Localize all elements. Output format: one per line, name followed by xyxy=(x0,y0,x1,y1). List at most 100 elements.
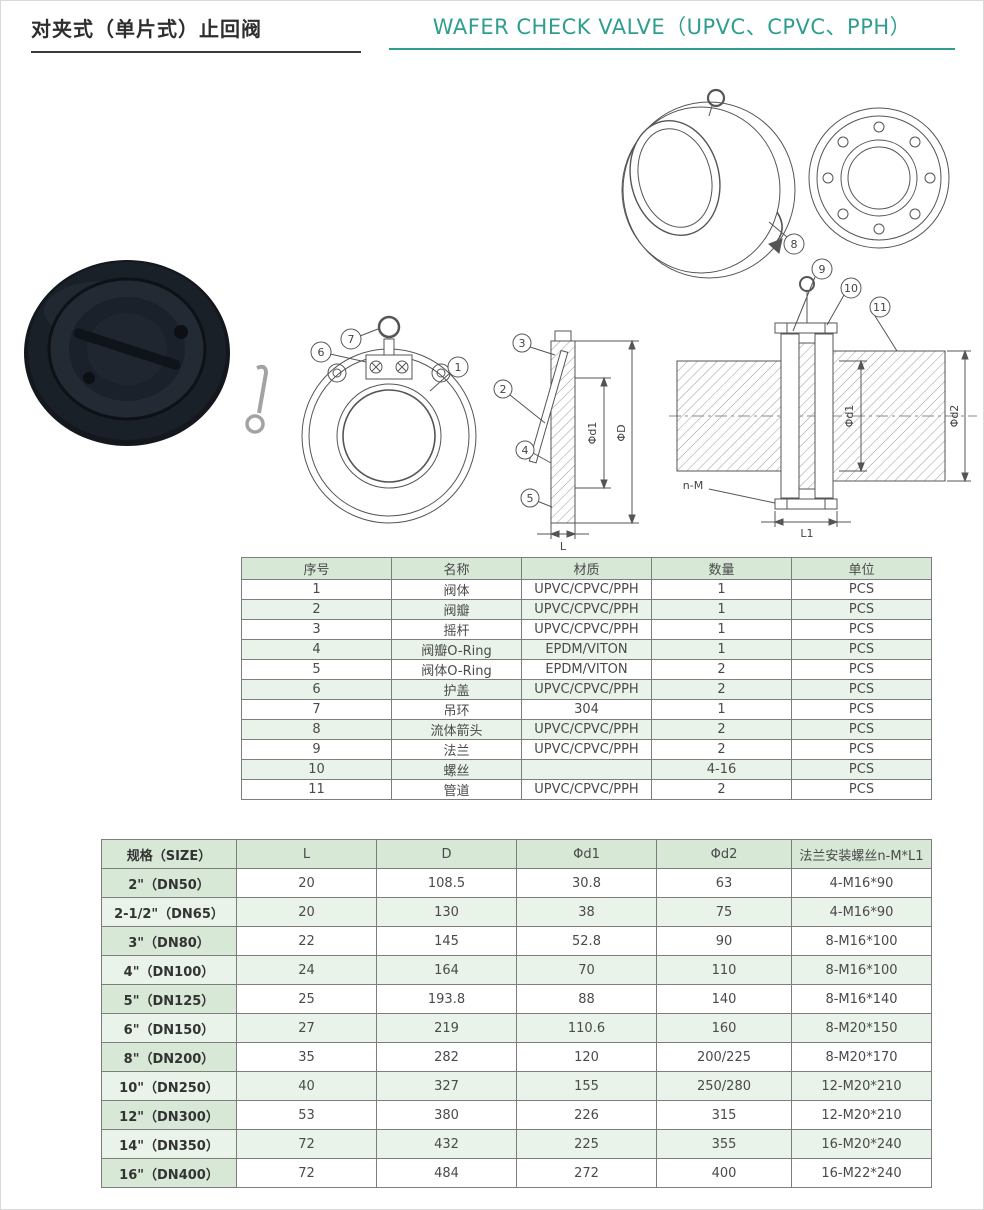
installation-drawing: Φd1 Φd2 L1 n-M 9 10 11 xyxy=(669,258,977,540)
callout-9: 9 xyxy=(792,258,833,332)
table-cell: 16-M20*240 xyxy=(791,1129,932,1159)
table-cell: 11 xyxy=(241,779,392,800)
table-cell: 272 xyxy=(516,1158,657,1188)
table-cell: EPDM/VITON xyxy=(521,659,652,680)
table-cell: 2 xyxy=(651,779,792,800)
table-cell: 304 xyxy=(521,699,652,720)
dim-label-d2: Φd2 xyxy=(948,405,961,428)
table-cell: 阀瓣O-Ring xyxy=(391,639,522,660)
column-header: 法兰安装螺丝n-M*L1 xyxy=(791,839,932,869)
table-cell: UPVC/CPVC/PPH xyxy=(521,739,652,760)
table-cell: 2-1/2"（DN65） xyxy=(101,897,237,927)
valve-lever xyxy=(73,328,181,370)
table-cell: 282 xyxy=(376,1042,517,1072)
column-header: 材质 xyxy=(521,557,652,580)
table-cell: 14"（DN350） xyxy=(101,1129,237,1159)
parts-table-header-row: 序号 名称 材质 数量 单位 xyxy=(241,557,932,580)
table-cell: 1 xyxy=(651,599,792,620)
table-cell: 4-M16*90 xyxy=(791,868,932,898)
dim-label-nM: n-M xyxy=(683,479,703,492)
pipe-right xyxy=(832,350,946,482)
table-cell: PCS xyxy=(791,619,932,640)
table-cell: 摇杆 xyxy=(391,619,522,640)
table-cell: UPVC/CPVC/PPH xyxy=(521,679,652,700)
table-cell: 5"（DN125） xyxy=(101,984,237,1014)
table-cell: 12-M20*210 xyxy=(791,1071,932,1101)
size-table-header-row: 规格（SIZE） L D Φd1 Φd2 法兰安装螺丝n-M*L1 xyxy=(101,839,932,869)
table-cell: 355 xyxy=(656,1129,792,1159)
column-header: 单位 xyxy=(791,557,932,580)
table-cell: 16"（DN400） xyxy=(101,1158,237,1188)
table-cell: 140 xyxy=(656,984,792,1014)
column-header: L xyxy=(236,839,377,869)
cotter-pin xyxy=(245,364,269,434)
table-cell: 155 xyxy=(516,1071,657,1101)
table-cell: 160 xyxy=(656,1013,792,1043)
table-cell: 9 xyxy=(241,739,392,760)
table-cell: EPDM/VITON xyxy=(521,639,652,660)
table-cell: 螺丝 xyxy=(391,759,522,780)
table-cell: 1 xyxy=(651,639,792,660)
table-cell: 8-M16*140 xyxy=(791,984,932,1014)
table-cell: 8-M16*100 xyxy=(791,926,932,956)
callout-11: 11 xyxy=(869,296,898,352)
table-cell: 2 xyxy=(651,739,792,760)
table-cell: 24 xyxy=(236,955,377,985)
table-cell: UPVC/CPVC/PPH xyxy=(521,599,652,620)
lifting-ring xyxy=(799,276,815,292)
valve-disc xyxy=(629,120,721,236)
table-cell: 145 xyxy=(376,926,517,956)
table-cell: 38 xyxy=(516,897,657,927)
table-cell: 35 xyxy=(236,1042,377,1072)
table-cell: PCS xyxy=(791,579,932,600)
cover-plate xyxy=(365,354,413,380)
table-cell: 8-M16*100 xyxy=(791,955,932,985)
pipe-left xyxy=(676,360,782,472)
callout-number: 4 xyxy=(522,444,529,457)
table-cell: UPVC/CPVC/PPH xyxy=(521,779,652,800)
table-cell: 阀瓣 xyxy=(391,599,522,620)
table-cell: 管道 xyxy=(391,779,522,800)
table-cell xyxy=(521,759,652,780)
table-cell: 52.8 xyxy=(516,926,657,956)
table-cell: 200/225 xyxy=(656,1042,792,1072)
table-cell: 1 xyxy=(651,619,792,640)
dim-label-d1: Φd1 xyxy=(843,405,856,428)
table-cell: 8-M20*150 xyxy=(791,1013,932,1043)
table-cell: 10 xyxy=(241,759,392,780)
table-cell: 90 xyxy=(656,926,792,956)
callout-number: 3 xyxy=(519,337,526,350)
table-cell: PCS xyxy=(791,719,932,740)
table-cell: 2"（DN50） xyxy=(101,868,237,898)
callout-number: 11 xyxy=(873,301,887,314)
column-header: 数量 xyxy=(651,557,792,580)
callout-number: 6 xyxy=(318,346,325,359)
table-cell: 22 xyxy=(236,926,377,956)
page-title-en: WAFER CHECK VALVE（UPVC、CPVC、PPH） xyxy=(389,11,955,50)
table-cell: 219 xyxy=(376,1013,517,1043)
table-cell: 315 xyxy=(656,1100,792,1130)
dim-label-L: L xyxy=(560,540,567,553)
dim-label-L1: L1 xyxy=(800,527,813,540)
table-cell: 1 xyxy=(651,579,792,600)
table-cell: 193.8 xyxy=(376,984,517,1014)
table-cell: 27 xyxy=(236,1013,377,1043)
table-cell: 法兰 xyxy=(391,739,522,760)
table-cell: 110 xyxy=(656,955,792,985)
table-cell: 327 xyxy=(376,1071,517,1101)
table-cell: 吊环 xyxy=(391,699,522,720)
flange-bolts xyxy=(822,121,936,235)
table-cell: 6 xyxy=(241,679,392,700)
table-cell: 20 xyxy=(236,868,377,898)
table-cell: PCS xyxy=(791,679,932,700)
table-cell: 225 xyxy=(516,1129,657,1159)
callout-6: 6 xyxy=(310,341,367,363)
